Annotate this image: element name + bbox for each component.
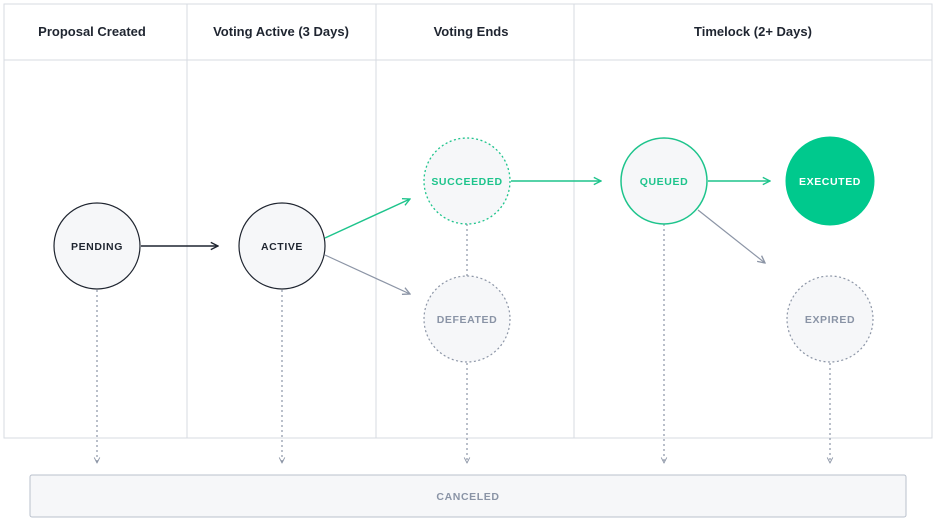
- state-active: ACTIVE: [238, 202, 326, 290]
- state-executed: EXECUTED: [785, 136, 875, 226]
- state-succeeded: SUCCEEDED: [423, 137, 511, 225]
- state-canceled-label: CANCELED: [436, 491, 499, 503]
- state-expired: EXPIRED: [786, 275, 874, 363]
- state-defeated: DEFEATED: [423, 275, 511, 363]
- state-queued-label: QUEUED: [640, 176, 689, 188]
- state-canceled: CANCELED: [29, 474, 907, 518]
- state-queued: QUEUED: [620, 137, 708, 225]
- state-succeeded-label: SUCCEEDED: [431, 176, 502, 188]
- arrow-queued-to-expired: [697, 209, 765, 263]
- state-active-label: ACTIVE: [261, 241, 303, 253]
- column-header-proposal-created: Proposal Created: [38, 24, 146, 39]
- state-pending-label: PENDING: [71, 241, 123, 253]
- cancel-connectors: [97, 224, 830, 463]
- arrow-active-to-succeeded: [324, 199, 410, 239]
- column-header-timelock: Timelock (2+ Days): [694, 24, 812, 39]
- column-header-voting-ends: Voting Ends: [434, 24, 509, 39]
- state-defeated-label: DEFEATED: [437, 314, 498, 326]
- state-executed-label: EXECUTED: [799, 176, 861, 188]
- state-pending: PENDING: [53, 202, 141, 290]
- column-header-voting-active: Voting Active (3 Days): [213, 24, 349, 39]
- arrow-active-to-defeated: [324, 254, 410, 294]
- state-expired-label: EXPIRED: [805, 314, 855, 326]
